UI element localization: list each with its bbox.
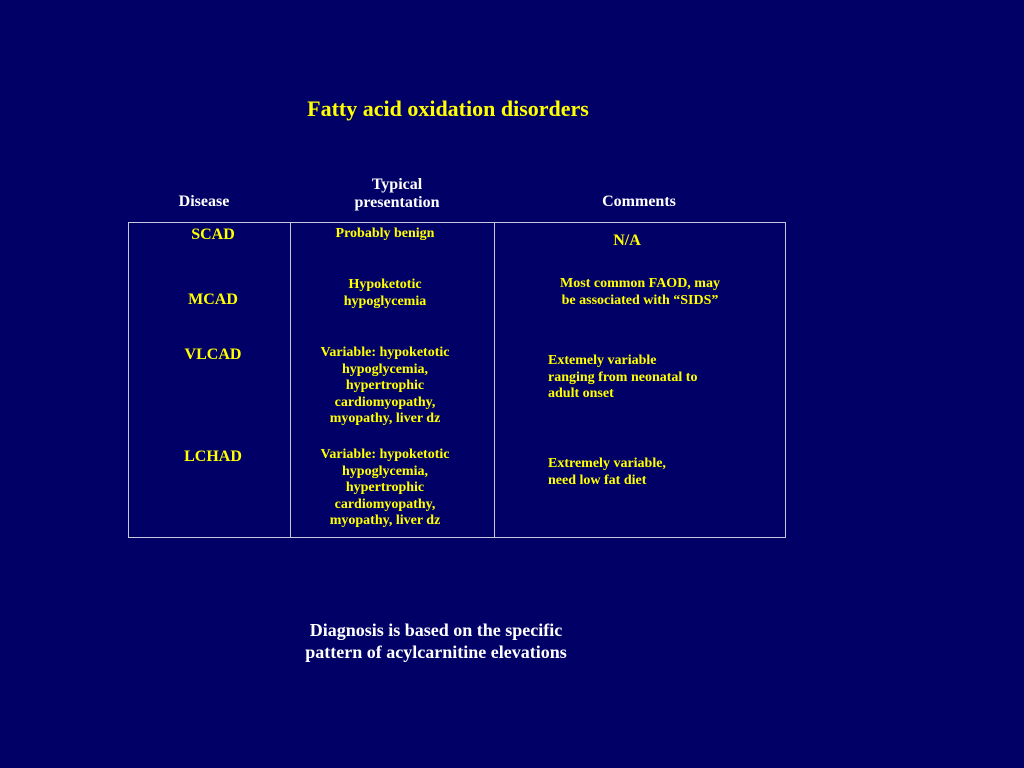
presentation-line: Probably benign: [335, 226, 435, 241]
presentation-line: hypoglycemia,: [342, 463, 428, 479]
presentation-line: hypertrophic: [345, 480, 425, 495]
column-divider: [494, 223, 495, 537]
presentation-line: myopathy, liver dz: [329, 411, 441, 426]
column-header-disease: Disease: [178, 193, 230, 210]
comment-cell-scad: N/A: [560, 231, 694, 251]
comment-line: Most common FAOD, may: [560, 276, 720, 291]
footer-line: pattern of acylcarnitine elevations: [305, 642, 567, 662]
presentation-cell-mcad: Hypoketotic hypoglycemia: [292, 277, 478, 310]
slide-title: Fatty acid oxidation disorders: [307, 96, 589, 121]
footer-line: Diagnosis is based on the specific: [309, 620, 563, 640]
comment-line: need low fat diet: [548, 472, 647, 488]
comment-cell-lchad: Extremely variable, need low fat diet: [548, 456, 758, 489]
comment-line: Extemely variable: [548, 353, 657, 368]
disease-cell-mcad: MCAD: [188, 291, 238, 308]
disease-cell-scad: SCAD: [191, 226, 235, 243]
presentation-cell-lchad: Variable: hypoketotic hypoglycemia, hype…: [292, 447, 478, 530]
presentation-line: Variable: hypoketotic: [320, 447, 450, 462]
comment-cell-mcad: Most common FAOD, may be associated with…: [530, 276, 750, 309]
column-header-line: presentation: [354, 194, 440, 211]
disease-cell-lchad: LCHAD: [184, 448, 242, 465]
column-header-typical-presentation: Typical presentation: [296, 176, 498, 212]
comment-line: ranging from neonatal to: [548, 369, 698, 385]
footer-note: Diagnosis is based on the specific patte…: [236, 619, 636, 663]
comment-line: be associated with “SIDS”: [561, 292, 719, 308]
presentation-line: cardiomyopathy,: [334, 496, 436, 512]
presentation-cell-vlcad: Variable: hypoketotic hypoglycemia, hype…: [292, 345, 478, 428]
comment-line: N/A: [613, 232, 641, 249]
presentation-line: myopathy, liver dz: [329, 513, 441, 528]
presentation-line: hypertrophic: [345, 378, 425, 393]
comment-cell-vlcad: Extemely variable ranging from neonatal …: [548, 353, 758, 403]
presentation-line: Hypoketotic: [348, 277, 422, 292]
presentation-line: hypoglycemia,: [342, 361, 428, 377]
column-header-line: Typical: [371, 176, 423, 193]
table-border: [128, 222, 786, 538]
comment-line: Extremely variable,: [548, 456, 666, 471]
column-header-comments: Comments: [602, 193, 676, 210]
presentation-line: Variable: hypoketotic: [320, 345, 450, 360]
presentation-cell-scad: Probably benign: [292, 226, 478, 243]
column-divider: [290, 223, 291, 537]
comment-line: adult onset: [548, 386, 614, 401]
disease-cell-vlcad: VLCAD: [184, 346, 242, 363]
presentation-line: cardiomyopathy,: [334, 394, 436, 410]
presentation-line: hypoglycemia: [343, 293, 427, 309]
